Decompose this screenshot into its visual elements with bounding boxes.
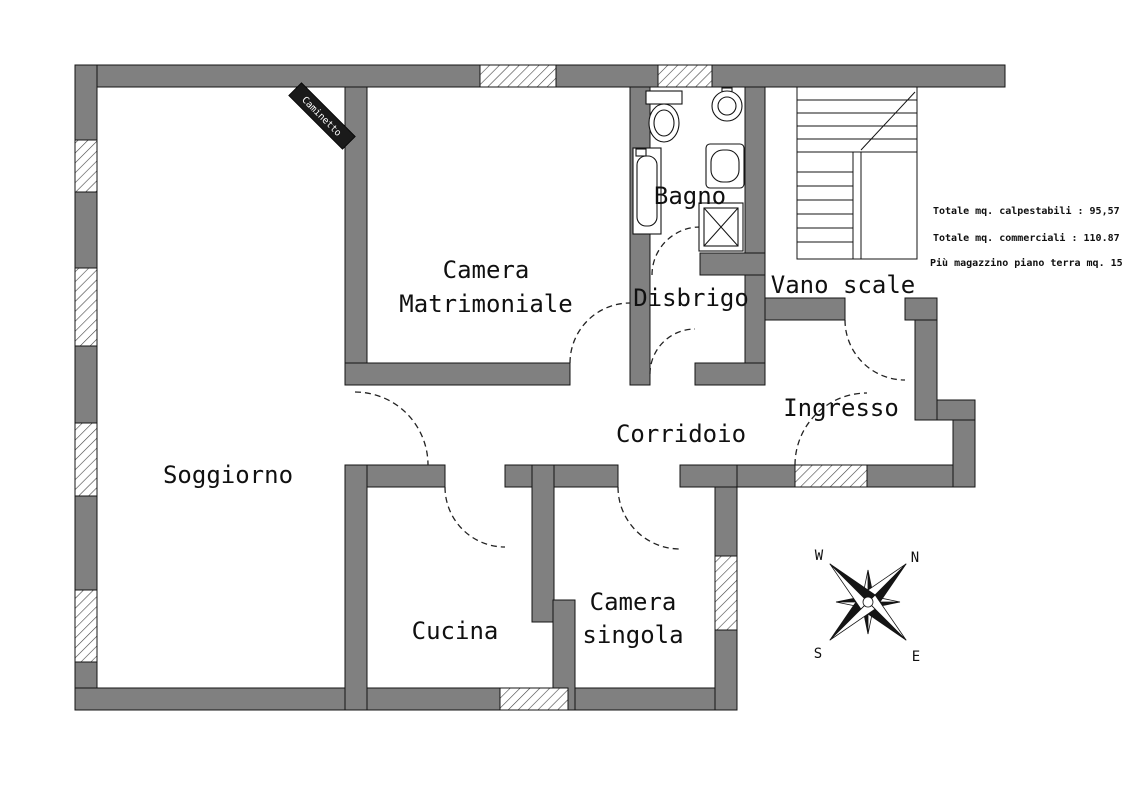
bathtub-faucet (635, 148, 647, 157)
fireplace-band (288, 82, 356, 150)
bidet-icon (705, 143, 745, 189)
sink-icon (711, 87, 743, 122)
room-label-vano-scale: Vano scale (771, 271, 916, 299)
door-arc-camera-singola (617, 486, 681, 550)
room-label-disbrigo: Disbrigo (633, 284, 749, 312)
room-labels: Soggiorno Camera Matrimoniale Bagno Disb… (163, 182, 915, 649)
wall-corridoio-bottom-2 (504, 464, 619, 488)
door-arc-disbrigo (649, 328, 696, 375)
compass-labels: W N S E (814, 548, 920, 665)
wall-bagno-disbrigo-right (744, 86, 766, 386)
shower-drain-cross (703, 207, 739, 247)
wall-disbrigo-bottom-stub (694, 362, 766, 386)
wall-camera-matrimoniale-bottom (344, 362, 571, 386)
wall-cucina-left (344, 464, 368, 711)
room-label-bagno: Bagno (654, 182, 726, 210)
wall-divider-cucina-upper (531, 464, 555, 623)
bathtub-icon (632, 147, 662, 235)
room-label-corridoio: Corridoio (616, 420, 746, 448)
annotation-calpestabili: Totale mq. calpestabili : 95,57 (933, 205, 1120, 217)
door-arc-ingresso-entry (794, 392, 868, 466)
wall-vano-scale-bottom-right (904, 297, 938, 321)
door-arc-soggiorno (354, 391, 429, 466)
compass-label-south: S (814, 646, 822, 662)
sink-basin-inner (717, 96, 737, 116)
stair-break-line (860, 91, 916, 151)
shower-icon (698, 202, 744, 252)
window-top-1 (479, 64, 557, 88)
staircase (796, 86, 918, 260)
compass-star (829, 563, 907, 641)
stair-treads-lower (797, 171, 853, 243)
windows (74, 64, 868, 711)
door-arc-camera-matrimoniale (569, 302, 631, 364)
room-label-camera-singola-1: Camera (590, 588, 677, 616)
wall-camera-matrimoniale-right (629, 86, 651, 386)
wall-vano-scale-bottom-left (764, 297, 846, 321)
room-label-camera-matrimoniale-2: Matrimoniale (399, 290, 572, 318)
window-left-4 (74, 589, 98, 663)
stair-treads-upper (797, 99, 917, 153)
toilet-bowl-inner (653, 109, 675, 137)
bathroom-fixtures (632, 87, 745, 252)
stair-outline (796, 86, 918, 260)
compass-hub (862, 596, 874, 608)
toilet-tank (645, 90, 683, 105)
fireplace-label: Caminetto (299, 95, 343, 139)
window-left-3 (74, 422, 98, 497)
compass-label-north: N (911, 550, 919, 566)
window-top-2 (657, 64, 713, 88)
wall-bagno-bottom (699, 252, 766, 276)
annotation-magazzino: Più magazzino piano terra mq. 15 (930, 257, 1123, 269)
wall-corridoio-bottom-3 (679, 464, 738, 488)
room-label-ingresso: Ingresso (783, 394, 899, 422)
annotation-commerciali: Totale mq. commerciali : 110.87 (933, 232, 1120, 244)
window-left-1 (74, 139, 98, 193)
bidet-inner (710, 149, 740, 183)
bathtub-inner (636, 155, 658, 227)
compass-label-east: E (912, 649, 920, 665)
wall-bottom-exterior (74, 687, 738, 711)
door-arc-cucina (444, 486, 506, 548)
doors (354, 226, 906, 550)
window-bottom-cucina (499, 687, 569, 711)
compass-main-points (829, 563, 907, 641)
door-arc-vano-scale (844, 319, 906, 381)
stair-stringer (852, 152, 862, 259)
compass-rose (829, 563, 907, 641)
toilet-icon (645, 90, 683, 143)
window-right-camera-singola (714, 555, 738, 631)
room-label-camera-singola-2: singola (582, 621, 683, 649)
wall-ingresso-inner-right (914, 319, 938, 421)
window-left-2 (74, 267, 98, 347)
room-label-cucina: Cucina (412, 617, 499, 645)
area-annotations: Totale mq. calpestabili : 95,57 Totale m… (930, 205, 1123, 269)
entrance-threshold (794, 464, 868, 488)
room-label-camera-matrimoniale-1: Camera (443, 256, 530, 284)
room-label-soggiorno: Soggiorno (163, 461, 293, 489)
compass-label-west: W (815, 548, 824, 564)
